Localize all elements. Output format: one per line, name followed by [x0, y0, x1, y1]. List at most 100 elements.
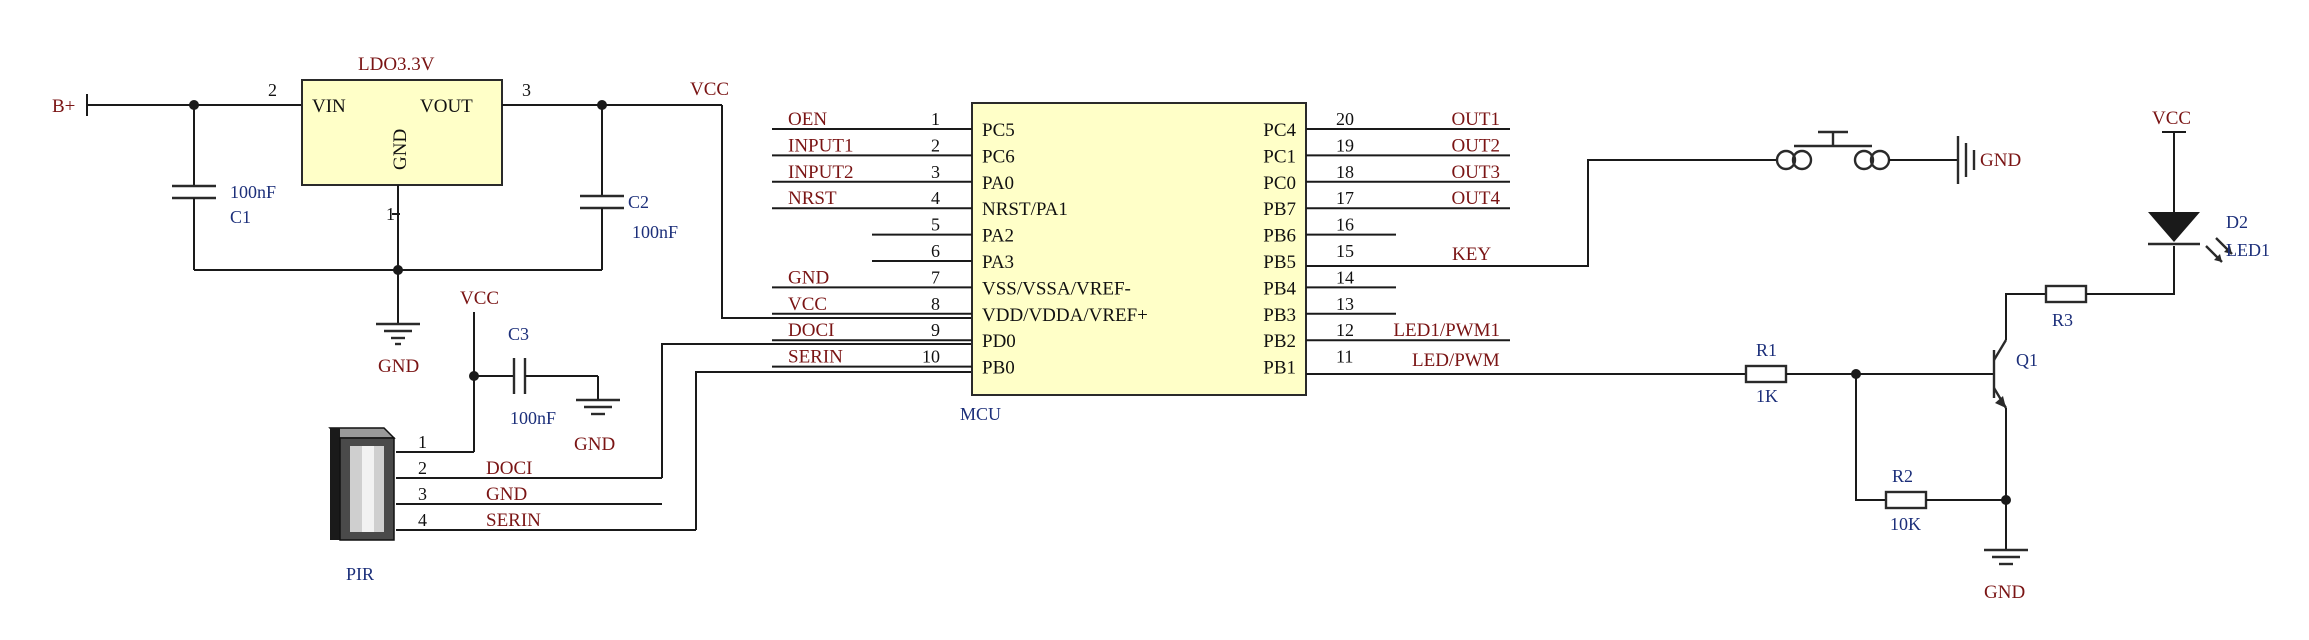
mcu-left-pins: 1PC5OEN2PC6INPUT13PA0INPUT24NRST/PA1NRST… — [772, 109, 1148, 379]
key-label: KEY — [1452, 244, 1491, 265]
r1-value: 1K — [1756, 386, 1778, 406]
mcu-left-pin-number: 2 — [931, 135, 940, 155]
mcu-left-pin-function: NRST/PA1 — [982, 199, 1068, 220]
mcu-right-pin-number: 20 — [1336, 109, 1354, 129]
bplus-label: B+ — [52, 96, 75, 117]
d2-led — [2148, 212, 2233, 263]
mcu-right-pin-number: 17 — [1336, 188, 1354, 208]
ldo-pin-in: 2 — [268, 80, 277, 100]
r3-resistor — [2044, 284, 2088, 304]
pir-serin-label: SERIN — [486, 510, 541, 531]
mcu-left-pin-number: 7 — [931, 267, 940, 287]
mcu-chip — [971, 102, 1307, 396]
mcu-left-pin-function: PB0 — [982, 358, 1015, 379]
c2-value: 100nF — [632, 222, 678, 242]
mcu-left-pin-net: INPUT2 — [788, 162, 853, 183]
mcu-left-pin-number: 5 — [931, 215, 940, 235]
gnd-label-emitter: GND — [1984, 582, 2025, 603]
mcu-right-pin-number: 19 — [1336, 135, 1354, 155]
ldo-pin-out: 3 — [522, 80, 531, 100]
mcu-left-pin-net: INPUT1 — [788, 135, 853, 156]
mcu-left-pin-number: 1 — [931, 109, 940, 129]
mcu-right-pin-number: 15 — [1336, 241, 1354, 261]
mcu-right-pin-net: LED1/PWM1 — [1393, 320, 1500, 341]
mcu-left-pin-number: 10 — [922, 347, 940, 367]
mcu-left-pin-net: OEN — [788, 109, 827, 130]
mcu-right-pin-net: OUT1 — [1451, 109, 1500, 130]
mcu-right-pin-function: PB4 — [1263, 278, 1296, 299]
mcu-left-pin-function: PC5 — [982, 120, 1015, 141]
mcu-left-pin-net: VCC — [788, 294, 827, 315]
mcu-left-pin-function: VSS/VSSA/VREF- — [982, 278, 1131, 299]
mcu-right-pin-function: PB7 — [1263, 199, 1296, 220]
mcu-right-pin-number: 11 — [1336, 347, 1353, 367]
c3-value: 100nF — [510, 408, 556, 428]
power-section: B+ LDO3.3V VIN VOUT GND 2 3 1 VCC 100nF … — [52, 54, 729, 377]
mcu-left-pin-net: GND — [788, 267, 829, 288]
mcu-section: MCU 1PC5OEN2PC6INPUT13PA0INPUT24NRST/PA1… — [772, 102, 1510, 424]
mcu-left-pin-function: PA3 — [982, 252, 1014, 273]
mcu-left-pin-number: 8 — [931, 294, 940, 314]
ldo-vin-label: VIN — [312, 96, 346, 117]
r2-value: 10K — [1890, 514, 1921, 534]
r3-ref: R3 — [2052, 310, 2073, 330]
pir-pin1-num: 1 — [418, 432, 427, 452]
r2-ref: R2 — [1892, 466, 1913, 486]
mcu-right-pin-number: 16 — [1336, 215, 1354, 235]
vcc-label-pir: VCC — [460, 288, 499, 309]
mcu-right-pin-number: 13 — [1336, 294, 1354, 314]
key-section: KEY GND — [1306, 130, 2021, 267]
pir-pin4-num: 4 — [418, 510, 427, 530]
pir-section: VCC C3 100nF GND PIR 1 2 DOCI — [328, 105, 972, 584]
pir-gnd-label: GND — [486, 484, 527, 505]
c1-ref: C1 — [230, 207, 251, 227]
pir-pin3-num: 3 — [418, 484, 427, 504]
c1-value: 100nF — [230, 182, 276, 202]
ldo-title: LDO3.3V — [358, 54, 435, 75]
r2-resistor — [1884, 490, 1928, 510]
push-button-switch[interactable] — [1775, 130, 1891, 171]
ldo-regulator — [301, 79, 503, 186]
mcu-right-pin-net: OUT4 — [1451, 188, 1500, 209]
pir-pin2-num: 2 — [418, 458, 427, 478]
wire-collector-to-r3 — [2005, 293, 2046, 340]
ldo-gnd-label: GND — [390, 129, 411, 170]
mcu-left-pin-number: 4 — [931, 188, 940, 208]
gnd-label-switch: GND — [1980, 150, 2021, 171]
mcu-left-pin-net: NRST — [788, 188, 837, 209]
pir-docki-label: DOCI — [486, 458, 532, 479]
ldo-vout-label: VOUT — [420, 96, 473, 117]
mcu-right-pin-function: PB5 — [1263, 252, 1296, 273]
r1-resistor — [1744, 364, 1788, 384]
gnd-symbol-switch — [1956, 136, 1976, 184]
gnd-symbol-emitter — [1984, 548, 2028, 566]
c2-ref: C2 — [628, 192, 649, 212]
gnd-label-ldo: GND — [378, 356, 419, 377]
pir-sensor — [328, 427, 396, 541]
mcu-right-pin-number: 18 — [1336, 162, 1354, 182]
mcu-left-pin-function: PA2 — [982, 226, 1014, 247]
mcu-left-pin-number: 3 — [931, 162, 940, 182]
mcu-right-pin-number: 14 — [1336, 267, 1354, 287]
wire-r3-to-led — [2086, 246, 2175, 295]
c3-ref: C3 — [508, 324, 529, 344]
mcu-left-pin-net: SERIN — [788, 347, 843, 368]
mcu-right-pin-function: PC4 — [1263, 120, 1296, 141]
mcu-ref: MCU — [960, 404, 1001, 424]
route-vcc-to-mcu — [721, 105, 972, 319]
gnd-symbol-c3 — [576, 398, 620, 416]
mcu-right-pin-function: PB2 — [1263, 331, 1296, 352]
